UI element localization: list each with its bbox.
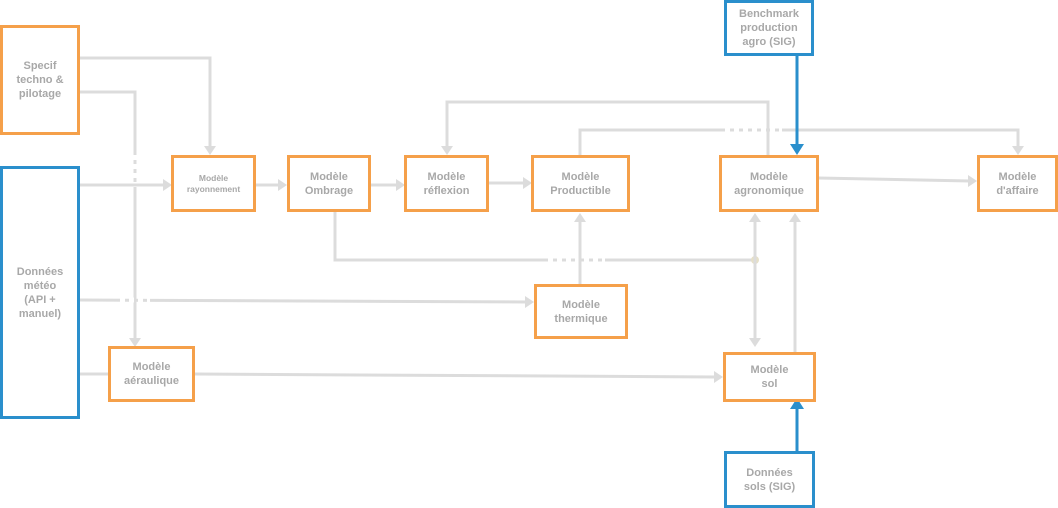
- node-label: Specif techno & pilotage: [16, 60, 64, 100]
- edge-specif-rayonnement: [78, 56, 212, 148]
- arrowhead: [525, 296, 534, 308]
- arrowhead: [790, 144, 804, 155]
- node-label: Modèle Ombrage: [304, 170, 354, 197]
- arrowhead: [968, 175, 977, 187]
- edge-productible-affaire: [578, 128, 1020, 155]
- edge-specif-aeraulique: [78, 90, 137, 340]
- node-label: Modèle d'affaire: [996, 170, 1039, 197]
- node-label: Données sols (SIG): [743, 466, 796, 493]
- arrowhead: [204, 146, 216, 155]
- node-label: Modèle sol: [750, 364, 789, 390]
- arrowhead: [790, 398, 804, 409]
- arrowhead: [396, 179, 405, 191]
- arrowhead: [714, 371, 723, 383]
- edge-agronomique-affaire: [817, 176, 971, 183]
- node-specif-techno-pilotage: Specif techno & pilotage: [0, 25, 80, 135]
- node-label: Benchmark production agro (SIG): [739, 8, 799, 48]
- node-label: Modèle thermique: [554, 298, 608, 325]
- edge-ombrage-junction: [333, 212, 755, 262]
- arrowhead: [278, 179, 287, 191]
- node-modele-sol: Modèle sol: [723, 352, 816, 402]
- node-modele-thermique: Modèle thermique: [534, 284, 628, 339]
- node-label: Modèle Productible: [550, 170, 611, 197]
- arrowhead: [523, 177, 532, 189]
- node-donnees-sols: Données sols (SIG): [724, 451, 815, 508]
- node-label: Modèle réflexion: [423, 170, 470, 197]
- node-modele-ombrage: Modèle Ombrage: [287, 155, 371, 212]
- node-donnees-meteo: Données météo (API + manuel): [0, 166, 80, 419]
- node-benchmark-production-agro: Benchmark production agro (SIG): [724, 0, 814, 56]
- arrowhead: [789, 213, 801, 222]
- node-label: Modèle agronomique: [734, 170, 804, 197]
- node-modele-affaire: Modèle d'affaire: [977, 155, 1058, 212]
- node-label: Modèle rayonnement: [186, 172, 241, 194]
- node-label: Données météo (API + manuel): [16, 265, 64, 320]
- node-modele-productible: Modèle Productible: [531, 155, 630, 212]
- arrowhead: [163, 179, 172, 191]
- node-modele-rayonnement: Modèle rayonnement: [171, 155, 256, 212]
- arrowhead: [1012, 146, 1024, 155]
- arrowhead: [129, 338, 141, 347]
- edge-meteo-thermique: [79, 298, 528, 304]
- arrowhead: [441, 146, 453, 155]
- node-modele-reflexion: Modèle réflexion: [404, 155, 489, 212]
- arrowhead: [574, 213, 586, 222]
- node-modele-aeraulique: Modèle aéraulique: [108, 346, 195, 402]
- arrowhead: [749, 338, 761, 347]
- arrowhead: [749, 213, 761, 222]
- node-modele-agronomique: Modèle agronomique: [719, 155, 819, 212]
- edge-aeraulique-sol: [194, 372, 717, 379]
- node-label: Modèle aéraulique: [123, 361, 180, 387]
